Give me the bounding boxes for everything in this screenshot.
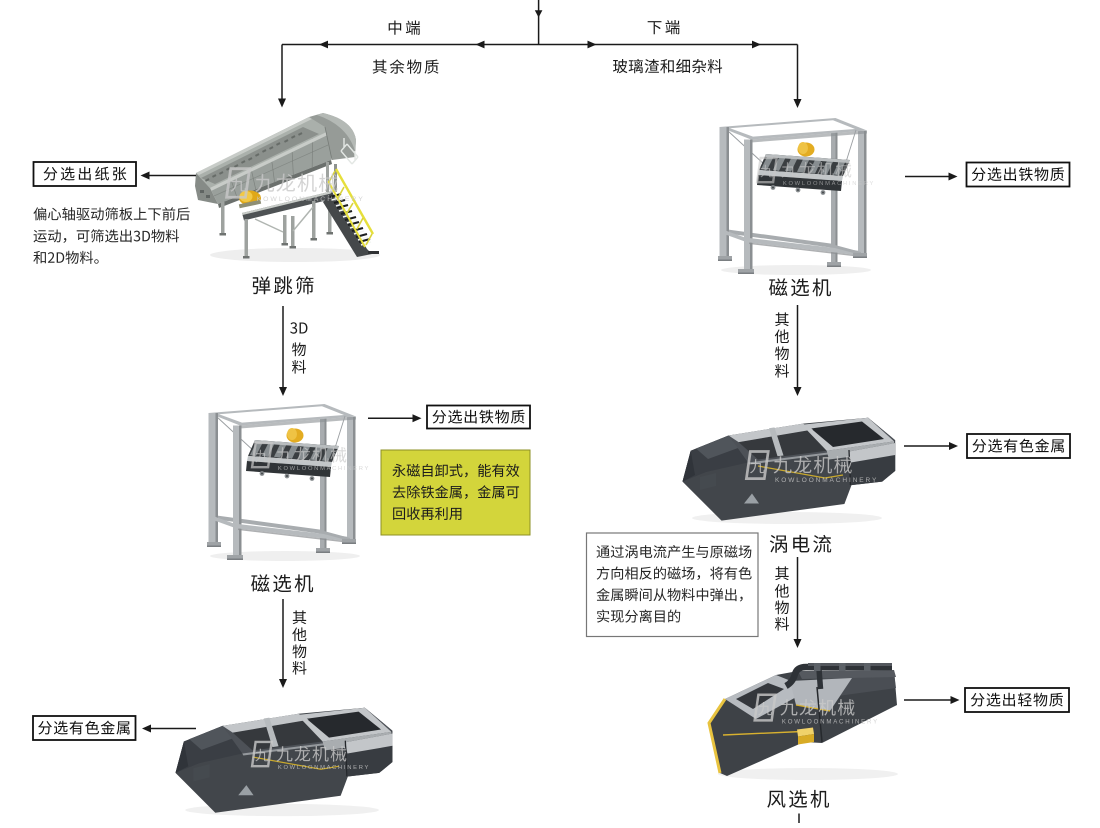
svg-text:KOWLOONMACHINERY: KOWLOONMACHINERY <box>257 196 365 203</box>
svg-text:KOWLOONMACHINERY: KOWLOONMACHINERY <box>783 181 875 187</box>
svg-text:KOWLOONMACHINERY: KOWLOONMACHINERY <box>278 466 370 472</box>
svg-text:KOWLOONMACHINERY: KOWLOONMACHINERY <box>782 719 879 726</box>
svg-text:KOWLOONMACHINERY: KOWLOONMACHINERY <box>278 765 370 771</box>
svg-text:KOWLOONMACHINERY: KOWLOONMACHINERY <box>775 477 878 484</box>
